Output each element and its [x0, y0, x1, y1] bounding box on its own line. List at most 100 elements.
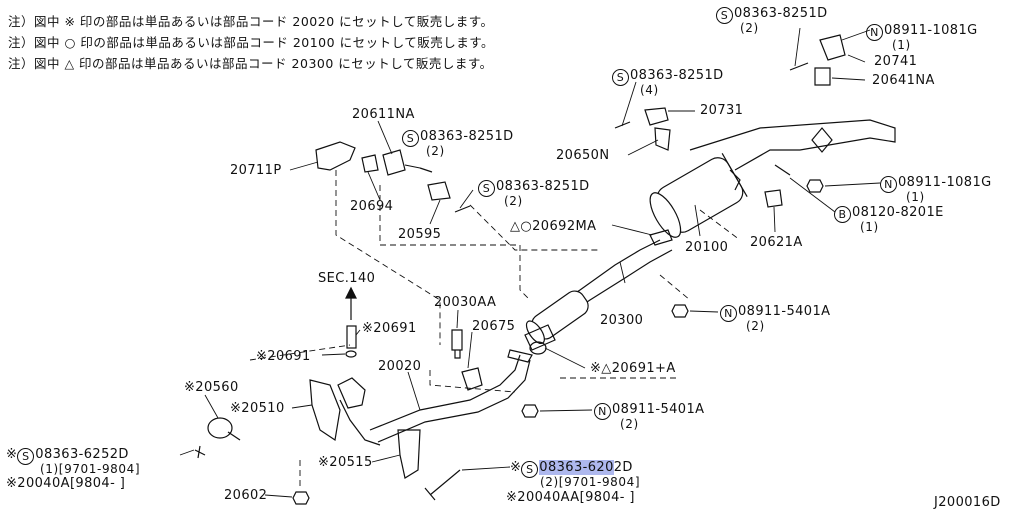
qty-08363-8251d-mid: (4) — [640, 83, 659, 97]
s-circle-icon: S — [521, 461, 539, 478]
qty-08363-8251d-left: (2) — [426, 144, 445, 158]
qty-08363-8251d-top: (2) — [740, 21, 759, 35]
qty-08363-8251d-low: (2) — [504, 194, 523, 208]
dashed-ref-9 — [699, 209, 741, 241]
hanger-20650n — [654, 127, 671, 151]
qty-08120-8201e: (1) — [860, 220, 879, 234]
clamp-20560 — [207, 417, 233, 439]
nut-1081g-right — [806, 179, 824, 193]
qty-08911-5401a-upper: (2) — [746, 319, 765, 333]
front-pipe-lower — [339, 399, 381, 446]
label-20515: ※20515 — [318, 455, 373, 470]
label-20650n: 20650N — [556, 148, 610, 163]
label-20621a: 20621A — [750, 235, 803, 250]
bolt-8251d-top — [789, 62, 809, 71]
flange-joint — [524, 324, 556, 351]
label-20040a: ※20040A[9804- ] — [6, 476, 126, 491]
bracket-20711p — [315, 141, 356, 171]
bolt-8201e — [774, 164, 791, 176]
hanger-20741 — [819, 34, 846, 61]
hanger-20731 — [644, 107, 669, 126]
note-line-3: 注）図中 △ 印の部品は単品あるいは部品コード 20300 にセットして販売しま… — [8, 56, 493, 71]
diagram-id: J200016D — [934, 495, 1001, 510]
label-20510: ※20510 — [230, 401, 285, 416]
b-circle-icon: B — [834, 206, 851, 223]
label-20711p: 20711P — [230, 163, 282, 178]
pre-muffler — [525, 290, 589, 344]
bolt-6202d — [424, 469, 461, 501]
bracket-20611na — [382, 149, 406, 176]
qty-08363-6202d: (2)[9701-9804] — [540, 475, 641, 489]
tail-pipe — [689, 119, 896, 171]
n-circle-icon: N — [594, 403, 611, 420]
hanger-20641na — [814, 67, 831, 86]
highlighted-part-number[interactable]: 08363-620 — [539, 460, 614, 475]
label-20602: 20602 — [224, 488, 268, 503]
dashed-ref-7 — [249, 344, 351, 361]
n-circle-icon: N — [866, 24, 883, 41]
label-20020: 20020 — [378, 359, 422, 374]
note-line-1: 注）図中 ※ 印の部品は単品あるいは部品コード 20020 にセットして販売しま… — [8, 14, 494, 29]
label-20100: 20100 — [685, 240, 729, 255]
s-circle-icon: S — [612, 69, 629, 86]
bolt-6252d — [194, 445, 206, 459]
front-pipe — [369, 354, 531, 443]
s-circle-icon: S — [716, 7, 733, 24]
label-20595: 20595 — [398, 227, 442, 242]
label-20694: 20694 — [350, 199, 394, 214]
label-20030aa: 20030AA — [434, 295, 497, 310]
label-20300: 20300 — [600, 313, 644, 328]
label-20691-b: ※20691 — [256, 349, 311, 364]
n-circle-icon: N — [720, 305, 737, 322]
qty-08911-5401a-lower: (2) — [620, 417, 639, 431]
n-circle-icon: N — [880, 176, 897, 193]
front-pipe-upper — [337, 377, 366, 409]
label-20731: 20731 — [700, 103, 744, 118]
label-20560: ※20560 — [184, 380, 239, 395]
part-20691-sleeve — [346, 325, 357, 349]
main-muffler — [649, 153, 748, 238]
s-circle-icon: S — [402, 130, 419, 147]
nut-5401a-upper — [671, 304, 689, 318]
dashed-ref-3 — [469, 204, 600, 251]
gasket-20692ma — [649, 229, 673, 246]
bolt-cluster-1 — [419, 167, 433, 173]
heat-shield-20510 — [309, 379, 341, 442]
label-20611na: 20611NA — [352, 107, 415, 122]
nut-5401a-lower — [521, 404, 539, 418]
dashed-ref-8 — [429, 370, 516, 393]
muffler-hanger — [729, 169, 741, 191]
s-circle-icon: S — [17, 448, 35, 465]
o2-sensor — [451, 329, 463, 359]
dashed-ref-2 — [379, 185, 531, 301]
rubber-20694 — [361, 154, 379, 173]
clamp-20621a — [764, 189, 783, 208]
note-line-2: 注）図中 ○ 印の部品は単品あるいは部品コード 20100 にセットして販売しま… — [8, 35, 494, 50]
heat-shield-20515 — [397, 429, 421, 479]
bracket-20595 — [427, 181, 451, 201]
label-20691-a: ※20691 — [362, 321, 417, 336]
dashed-ref-1 — [335, 170, 441, 345]
bolt-cluster-2 — [454, 205, 471, 213]
label-20641na: 20641NA — [872, 73, 935, 88]
qty-08911-1081g-right: (1) — [906, 190, 925, 204]
part-20691-ring — [345, 350, 357, 358]
label-20040aa: ※20040AA[9804- ] — [506, 490, 635, 505]
label-20675: 20675 — [472, 319, 516, 334]
label-20741: 20741 — [874, 54, 918, 69]
qty-08911-1081g-top: (1) — [892, 38, 911, 52]
s-circle-icon: S — [478, 180, 495, 197]
dashed-ref-4 — [659, 274, 691, 301]
